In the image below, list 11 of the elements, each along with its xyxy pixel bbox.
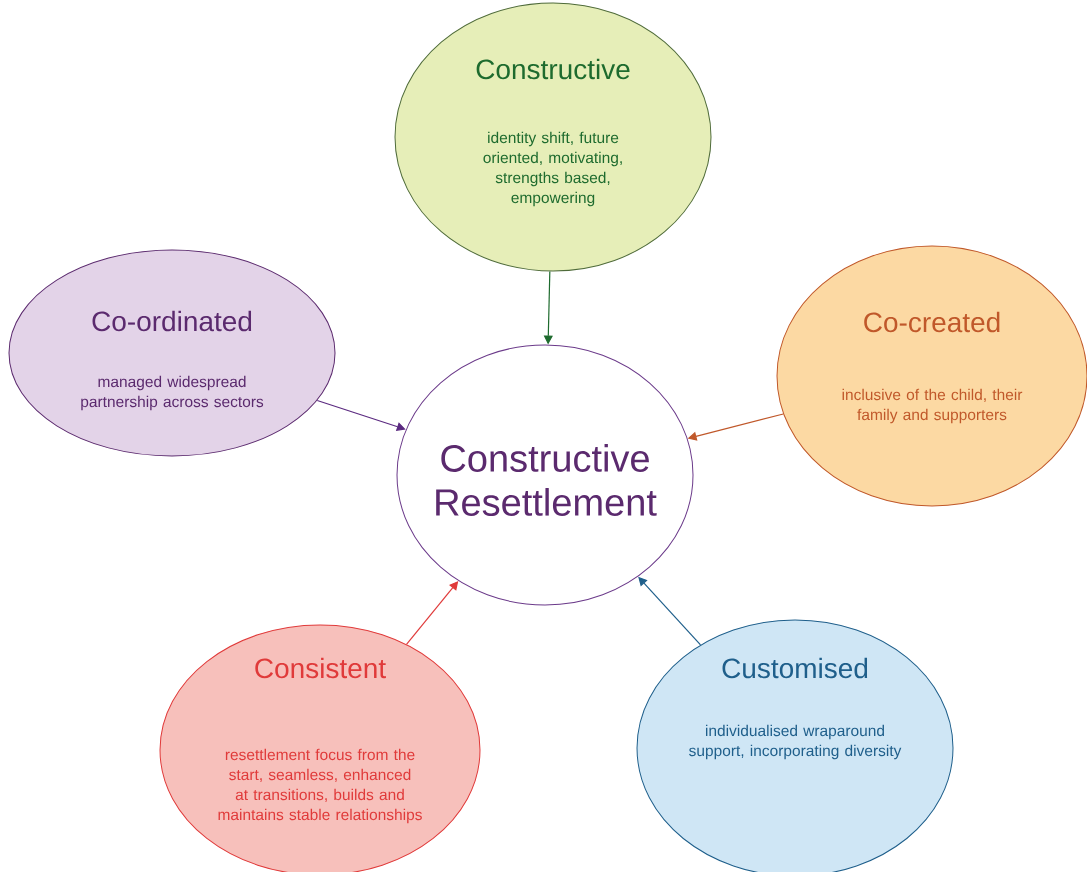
node-description: identity shift, future oriented, motivating, strengths based, empowering — [483, 131, 622, 207]
node-description: individualised wraparound support, incorporating diversity — [689, 724, 902, 760]
node-description: inclusive of the child, their family and supporters — [842, 388, 1023, 424]
node-title: Consistent — [255, 657, 386, 679]
node-title: Co-created — [864, 311, 1000, 333]
node-description: managed widespread partnership across sectors — [81, 375, 264, 411]
node-description: resettlement focus from the start, seamless, enhanced at transitions, builds and maintains stable relationships — [218, 748, 422, 824]
node-title: Co-ordinated — [92, 310, 252, 332]
node-title: Constructive Resettlement — [436, 444, 657, 516]
node-title: Constructive — [476, 58, 630, 80]
node-title: Customised — [722, 657, 868, 679]
